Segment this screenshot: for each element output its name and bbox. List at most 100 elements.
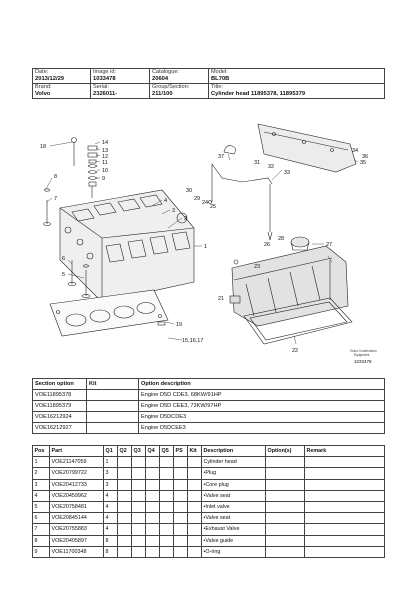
description-cell: Cylinder head bbox=[201, 456, 266, 469]
ps-cell bbox=[173, 534, 188, 547]
ps-cell bbox=[173, 545, 188, 558]
ps-cell bbox=[173, 500, 188, 514]
callout-8: 8 bbox=[54, 174, 57, 180]
callout-31: 31 bbox=[254, 160, 260, 166]
callout-12: 12 bbox=[102, 154, 108, 160]
credit-line-1: Volvo Construction bbox=[350, 349, 377, 353]
callout-13: 13 bbox=[102, 148, 108, 154]
date-value: 2013/12/29 bbox=[35, 75, 65, 82]
date-label: Date: bbox=[35, 69, 49, 75]
options-cell bbox=[265, 512, 305, 525]
options-cell bbox=[265, 534, 305, 547]
serial-value: 2326011- bbox=[93, 90, 118, 97]
q2-cell bbox=[117, 467, 132, 480]
table-row: VOE11895378 Engine D5D CDE3, 68KW/91HP bbox=[32, 389, 385, 401]
section-option-header: Section option bbox=[32, 378, 87, 390]
q1-cell: 4 bbox=[103, 523, 118, 536]
pos-cell: 5 bbox=[32, 500, 50, 514]
credit-line-2: Equipment bbox=[354, 353, 369, 357]
pos-cell: 6 bbox=[32, 512, 50, 525]
brand-cell: Brand: Volvo bbox=[32, 82, 91, 99]
kit-cell bbox=[187, 467, 202, 480]
serial-cell: Serial: 2326011- bbox=[90, 82, 150, 99]
q4-header: Q4 bbox=[145, 444, 160, 458]
kit-cell bbox=[86, 422, 139, 434]
q3-cell bbox=[131, 467, 146, 480]
ps-cell bbox=[173, 523, 188, 536]
section-option-cell: VOE11895379 bbox=[32, 400, 87, 412]
q5-cell bbox=[159, 545, 174, 558]
callout-30: 30 bbox=[186, 188, 192, 194]
image-id-cell: Image id: 1033478 bbox=[90, 68, 150, 84]
pos-cell: 1 bbox=[32, 456, 50, 469]
brand-value: Volvo bbox=[35, 90, 51, 97]
pos-cell: 7 bbox=[32, 523, 50, 536]
kit-cell bbox=[86, 389, 139, 401]
description-cell: •Valve seat bbox=[201, 512, 266, 525]
cylinder-head-drawing bbox=[59, 189, 195, 303]
kit-cell bbox=[187, 512, 202, 525]
options-cell bbox=[265, 467, 305, 480]
q3-cell bbox=[131, 523, 146, 536]
diagram-image-number: 1033478 bbox=[354, 359, 372, 364]
part-number-cell: VOE20845144 bbox=[49, 512, 104, 525]
pos-cell: 4 bbox=[32, 489, 50, 502]
image-id-label: Image id: bbox=[93, 69, 117, 75]
options-cell bbox=[265, 523, 305, 536]
part-number-cell: VOE20755883 bbox=[49, 523, 104, 536]
q5-cell bbox=[159, 512, 174, 525]
kit-header: Kit bbox=[187, 444, 202, 458]
options-cell bbox=[265, 456, 305, 469]
brand-label: Brand: bbox=[35, 83, 52, 90]
kit-header: Kit bbox=[86, 378, 139, 390]
option-description-cell: Engine D5DCEE3 bbox=[138, 422, 385, 434]
q4-cell bbox=[145, 512, 160, 525]
option-description-cell: Engine D5DCDE3 bbox=[138, 411, 385, 423]
image-id-value: 1033478 bbox=[93, 75, 116, 82]
description-cell: •Valve guide bbox=[201, 534, 266, 547]
kit-cell bbox=[187, 545, 202, 558]
q5-cell bbox=[159, 467, 174, 480]
catalogue-value: 20604 bbox=[152, 75, 169, 82]
q3-cell bbox=[131, 500, 146, 514]
description-cell: •O-ring bbox=[201, 545, 266, 558]
title-label: Title: bbox=[211, 83, 223, 90]
q1-cell: 8 bbox=[103, 545, 118, 558]
model-label: Model: bbox=[211, 69, 228, 75]
description-cell: •Valve seat bbox=[201, 489, 266, 502]
part-number-cell: VOE21147059 bbox=[49, 456, 104, 469]
remark-cell bbox=[304, 545, 385, 558]
q5-cell bbox=[159, 478, 174, 491]
parts-header-row: Pos Part Q1 Q2 Q3 Q4 Q5 PS Kit Descripti… bbox=[32, 444, 385, 458]
callout-27: 27 bbox=[326, 242, 332, 248]
q5-cell bbox=[159, 500, 174, 514]
ps-cell bbox=[173, 478, 188, 491]
q1-header: Q1 bbox=[103, 444, 118, 458]
callout-33: 33 bbox=[284, 170, 290, 176]
table-row: VOE11895379 Engine D5D CEE3, 73KW/97HP bbox=[32, 400, 385, 412]
q5-cell bbox=[159, 489, 174, 502]
description-cell: •Plug bbox=[201, 467, 266, 480]
q3-cell bbox=[131, 512, 146, 525]
description-header: Description bbox=[201, 444, 266, 458]
ps-cell bbox=[173, 456, 188, 469]
section-option-cell: VOE16212924 bbox=[32, 411, 87, 423]
q5-cell bbox=[159, 456, 174, 469]
q3-cell bbox=[131, 456, 146, 469]
option-description-header: Option description bbox=[138, 378, 385, 390]
kit-cell bbox=[187, 523, 202, 536]
callout-3: 3 bbox=[172, 208, 175, 214]
part-number-cell: VOE20412733 bbox=[49, 478, 104, 491]
remark-cell bbox=[304, 534, 385, 547]
oil-cap-drawing bbox=[290, 236, 310, 251]
callout-labels: 18 14 13 12 11 10 9 8 7 6 5 4 3 2 1 37 3… bbox=[40, 140, 368, 354]
callout-7: 7 bbox=[54, 196, 57, 202]
q3-cell bbox=[131, 489, 146, 502]
part-number-cell: VOE20459962 bbox=[49, 489, 104, 502]
